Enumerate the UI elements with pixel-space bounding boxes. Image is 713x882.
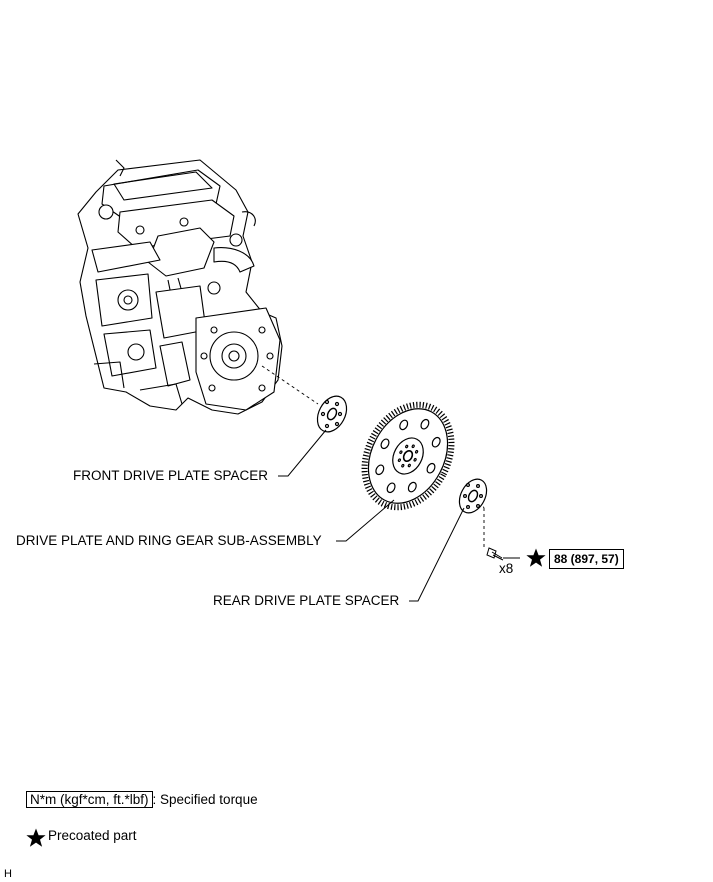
drive-plate-bolt-hole bbox=[405, 444, 409, 449]
drive-plate-bolt-hole bbox=[401, 463, 405, 468]
corner-code: H bbox=[4, 868, 12, 880]
rear-drive-plate-spacer bbox=[458, 478, 488, 514]
torque-legend-text: : Specified torque bbox=[152, 792, 258, 807]
drive-plate-bolt-hole bbox=[407, 463, 411, 468]
front-drive-plate-spacer bbox=[316, 395, 348, 433]
drive-plate-bolt bbox=[486, 547, 504, 561]
drive-plate-bolt-hole bbox=[413, 457, 417, 462]
drive-plate-hole bbox=[426, 462, 436, 474]
drive-plate-hole bbox=[386, 482, 396, 494]
drive-plate-hole bbox=[399, 419, 409, 431]
star-icon bbox=[526, 548, 546, 567]
drive-plate-bolt-hole bbox=[414, 449, 419, 454]
drive-plate-label: DRIVE PLATE AND RING GEAR SUB-ASSEMBLY bbox=[16, 533, 322, 548]
front-drive-plate-spacer-label: FRONT DRIVE PLATE SPACER bbox=[73, 468, 269, 483]
drive-plate-ring-gear bbox=[361, 401, 455, 511]
drive-plate-hole bbox=[375, 464, 385, 476]
leader-lines bbox=[278, 429, 520, 602]
bolt-quantity: x8 bbox=[499, 561, 514, 576]
engine-illustration bbox=[77, 159, 283, 415]
drive-plate-bolt-hole bbox=[397, 458, 402, 463]
rear-drive-plate-spacer-label: REAR DRIVE PLATE SPACER bbox=[213, 593, 400, 608]
drive-plate-hole bbox=[380, 438, 390, 450]
torque-unit-box: N*m (kgf*cm, ft.*lbf) bbox=[26, 791, 153, 808]
legend-torque: N*m (kgf*cm, ft.*lbf): Specified torque bbox=[26, 791, 258, 808]
drive-plate-bolt-hole bbox=[411, 444, 415, 449]
drive-plate-bolt-hole bbox=[399, 450, 403, 455]
torque-value-box: 88 (897, 57) bbox=[549, 549, 624, 569]
drive-plate-hole bbox=[407, 481, 417, 493]
drive-plate-hole bbox=[431, 436, 441, 448]
drive-plate-hole bbox=[420, 418, 430, 430]
precoated-legend-text: Precoated part bbox=[48, 828, 137, 843]
star-icon bbox=[26, 828, 46, 847]
